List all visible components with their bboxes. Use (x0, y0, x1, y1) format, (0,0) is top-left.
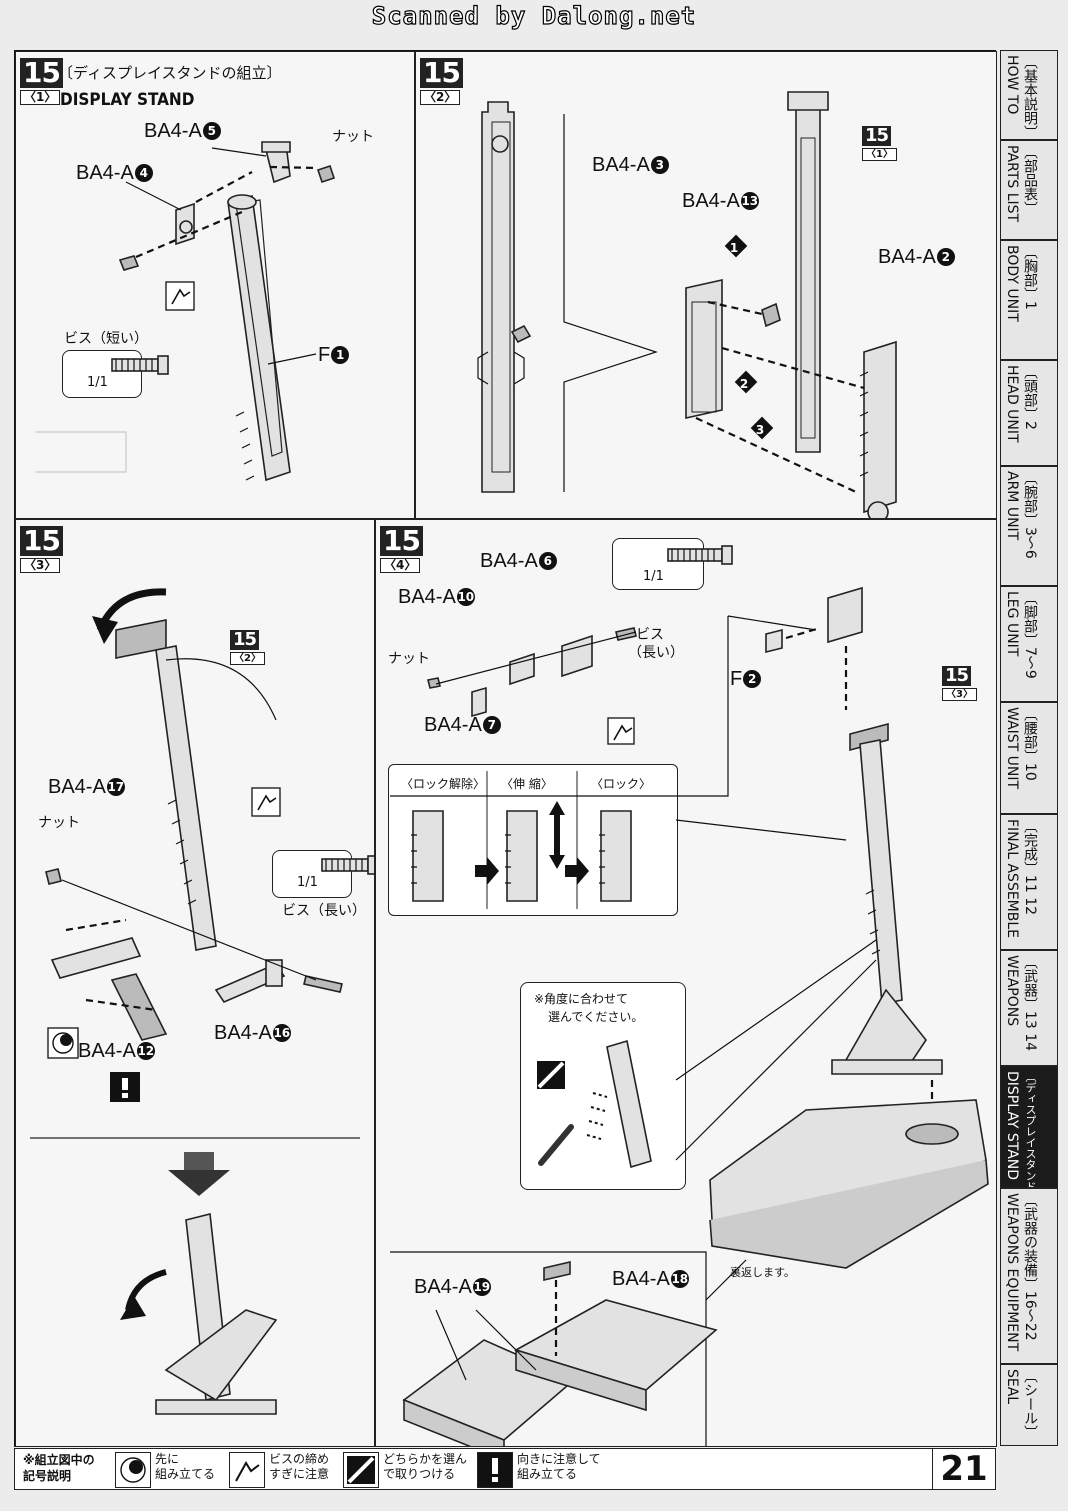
step-number: 15 (20, 58, 63, 88)
screw-caution-icon (229, 1452, 265, 1488)
substep-ref: 〈3〉 (942, 688, 977, 701)
screw-label: ビス（短い） (64, 331, 148, 347)
substep-label: 〈1〉 (20, 90, 61, 105)
page-title-en: DISPLAY STAND (60, 90, 195, 110)
legend-item-2: ビスの締めすぎに注意 (269, 1452, 330, 1481)
page-title: 〔ディスプレイスタンドの組立〕 (58, 64, 282, 82)
step-number: 15 (420, 58, 463, 88)
nut-label: ナット (332, 129, 374, 145)
legend-item-1: 先に組み立てる (155, 1452, 216, 1481)
assemble-first-icon (115, 1452, 151, 1488)
tab-parts-list[interactable]: 〔部品表〕PARTS LIST (1000, 140, 1058, 240)
screw-icon (667, 545, 733, 565)
legend-item-4: 向きに注意して組み立てる (517, 1452, 601, 1481)
screw-label: ビス（長い） (282, 903, 366, 919)
angle-note-2: 選んでください。 (548, 1010, 644, 1024)
screw-qty: 1/1 (643, 569, 664, 584)
substep-ref: 〈1〉 (862, 148, 897, 161)
screw-count-box: 1/1 (272, 850, 374, 898)
screw-icon (321, 855, 374, 875)
assembly-diagram (390, 586, 989, 1446)
page-number: 21 (932, 1448, 996, 1490)
nut-label: ナット (388, 651, 430, 667)
step-number: 15 (20, 526, 63, 556)
lock-label: 〈ロック〉 (591, 777, 652, 791)
nut-label: ナット (38, 815, 80, 831)
caution-icon (477, 1452, 513, 1488)
screw-qty: 1/1 (297, 875, 318, 890)
assembly-diagram (30, 588, 360, 1415)
instruction-frame: 15 〈1〉 〔ディスプレイスタンドの組立〕 DISPLAY STAND BA4… (14, 50, 997, 1447)
step-ref: 15 (942, 666, 972, 686)
flip-note: 裏返します。 (730, 1266, 795, 1279)
extend-label: 〈伸 縮〉 (501, 777, 553, 791)
symbol-legend: ※組立図中の記号説明 先に組み立てる ビスの締めすぎに注意 どちらかを選んで取り… (14, 1448, 934, 1490)
screw-count-box: 1/1 (612, 538, 733, 590)
watermark: Scanned by Dalong.net (371, 1, 697, 30)
step-ref: 15 (230, 630, 260, 650)
angle-diagram (537, 1039, 652, 1169)
tab-how-to[interactable]: 〔基本説明〕HOW TO (1000, 50, 1058, 140)
screw-label-2: （長い） (628, 645, 684, 661)
step-ref: 15 (862, 126, 892, 146)
lock-detail-box: 〈ロック解除〉 〈伸 縮〉 〈ロック〉 (388, 764, 678, 916)
screw-qty: 1/1 (87, 375, 108, 390)
legend-item-3: どちらかを選んで取りつける (383, 1452, 468, 1481)
substep-label: 〈4〉 (380, 558, 421, 573)
screw-icon (111, 355, 169, 375)
legend-title: ※組立図中の記号説明 (23, 1453, 95, 1483)
choose-one-icon (343, 1452, 379, 1488)
assembly-diagram (477, 91, 897, 518)
assembly-diagram (36, 141, 336, 482)
panel-step-15-1: 15 〈1〉 〔ディスプレイスタンドの組立〕 DISPLAY STAND BA4… (15, 51, 415, 519)
lock-diagram (411, 771, 632, 909)
screw-label: ビス (636, 627, 664, 643)
screw-count-box: 1/1 (62, 350, 169, 398)
angle-note-1: ※角度に合わせて (534, 992, 629, 1006)
substep-label: 〈3〉 (20, 558, 61, 573)
substep-ref: 〈2〉 (230, 652, 265, 665)
angle-detail-box (520, 982, 686, 1190)
tab-seal[interactable]: 〔シール〕SEAL (1000, 1364, 1058, 1446)
lock-release-label: 〈ロック解除〉 (401, 777, 486, 791)
step-number: 15 (380, 526, 423, 556)
substep-label: 〈2〉 (420, 90, 461, 105)
